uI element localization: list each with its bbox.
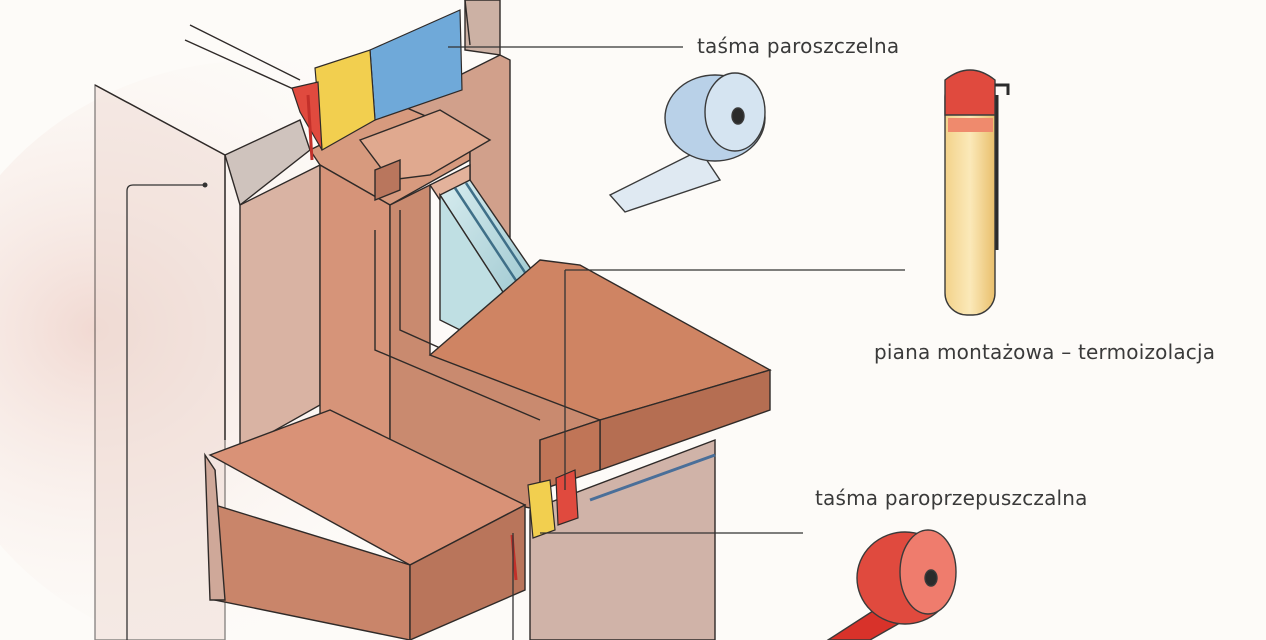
interior-sill [428, 259, 772, 491]
leader-line-wall [126, 184, 205, 640]
lower-joint [510, 469, 579, 581]
label-vapor-permeable-tape: taśma paroprzepuszczalna [815, 486, 1088, 510]
label-mounting-foam: piana montażowa – termoizolacja [874, 340, 1216, 364]
foam-can-icon [944, 69, 1010, 316]
vapor-permeable-tape-roll-icon [826, 529, 957, 640]
leader-line-vapor-perm [512, 532, 803, 640]
external-sill [204, 409, 527, 640]
label-vapor-tight-tape: taśma paroszczelna [697, 34, 900, 58]
leader-line-foam [564, 269, 905, 490]
leader-lines [126, 46, 905, 640]
leader-dot-wall [202, 182, 208, 188]
upper-joint [291, 9, 463, 161]
window-frame [319, 109, 601, 511]
vapor-tight-tape-roll-icon [608, 72, 766, 213]
lower-wall [529, 438, 716, 640]
